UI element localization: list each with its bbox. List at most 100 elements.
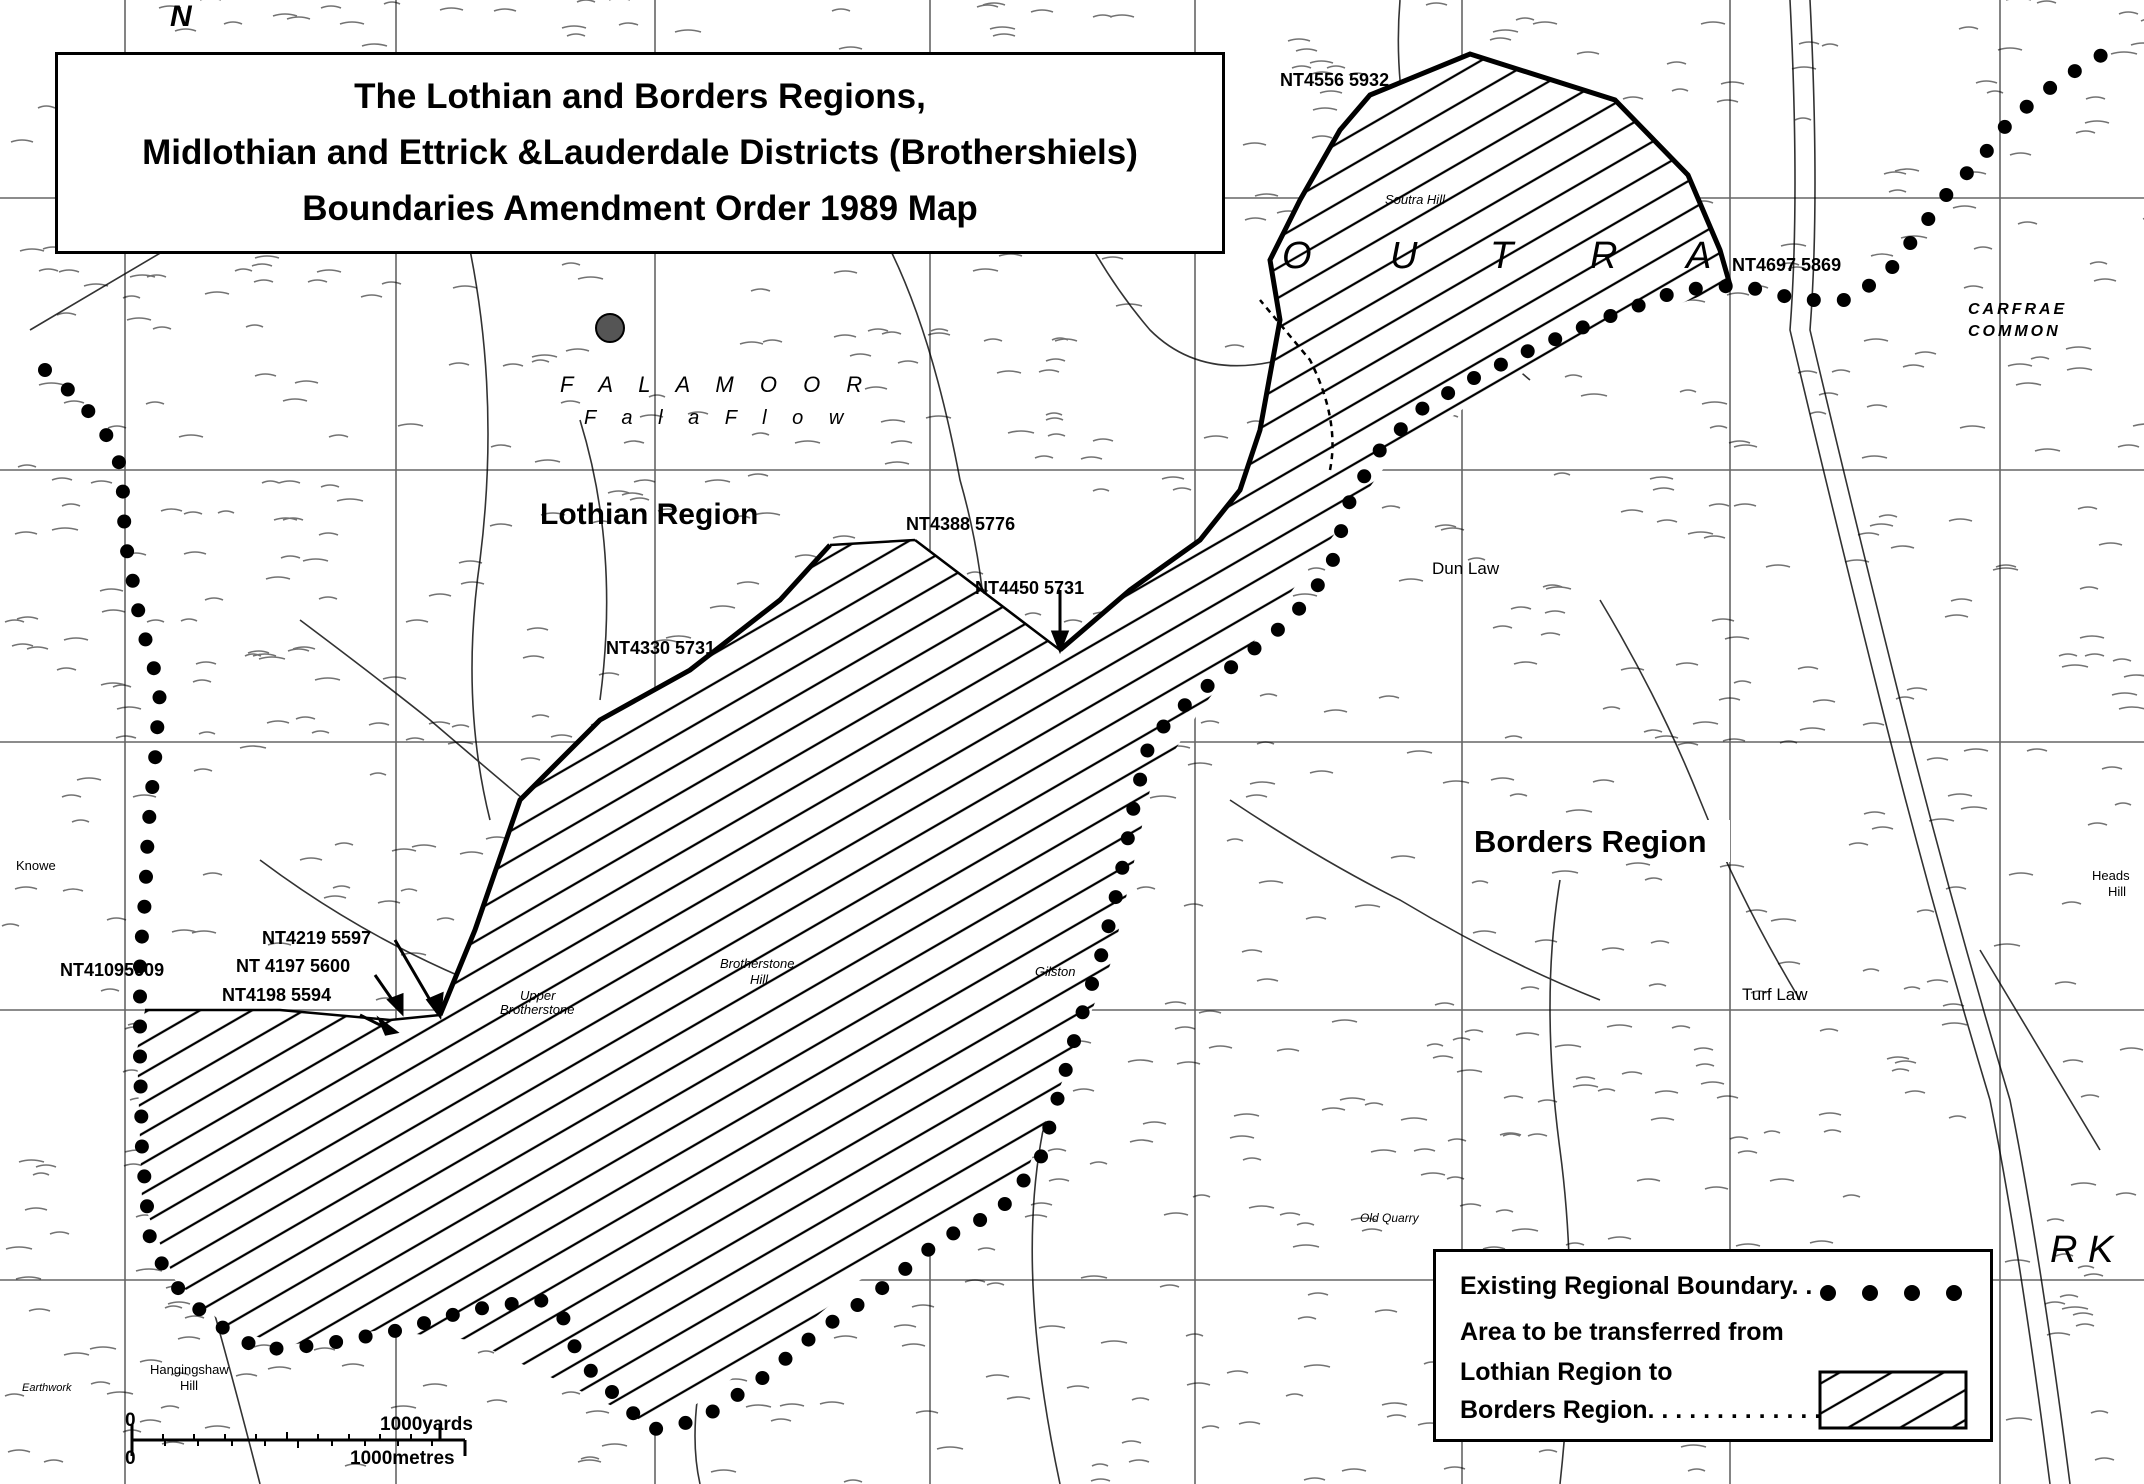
boundary-dot [145, 780, 160, 794]
texture-mark [14, 886, 38, 890]
texture-mark [43, 1459, 64, 1463]
texture-mark [253, 279, 274, 283]
texture-mark [1572, 1084, 1599, 1088]
texture-mark [2130, 42, 2144, 46]
texture-mark [1303, 1364, 1331, 1368]
texture-mark [1545, 586, 1572, 590]
texture-mark [183, 511, 203, 515]
texture-mark [318, 532, 339, 536]
texture-mark [1720, 81, 1745, 85]
texture-mark [1650, 940, 1670, 944]
boundary-dot [2043, 80, 2058, 95]
texture-mark [1649, 476, 1674, 480]
texture-mark [1520, 986, 1540, 990]
texture-mark [1963, 748, 1989, 752]
texture-mark [390, 1405, 417, 1409]
texture-mark [1700, 1081, 1725, 1085]
boundary-dot [1885, 260, 1900, 274]
boundary-dot [1050, 1091, 1065, 1106]
texture-mark [90, 1381, 111, 1385]
texture-mark [1551, 870, 1579, 874]
texture-mark [1136, 886, 1156, 890]
texture-mark [1960, 806, 1988, 810]
legend-area-label-2: Lothian Region to [1460, 1358, 1673, 1386]
boundary-dot [148, 750, 163, 765]
texture-mark [204, 597, 224, 601]
grid-ref-4: NT4450 5731 [975, 578, 1084, 598]
texture-mark [1447, 1138, 1467, 1142]
texture-mark [1495, 1209, 1514, 1213]
texture-mark [247, 650, 270, 654]
texture-mark [1636, 1178, 1661, 1182]
texture-mark [217, 510, 235, 514]
texture-mark [1297, 1316, 1317, 1320]
texture-mark [674, 29, 702, 33]
texture-mark [1576, 51, 1600, 55]
texture-mark [1256, 741, 1275, 745]
boundary-dot [1115, 860, 1130, 875]
texture-mark [1515, 1032, 1540, 1036]
boundary-dot [1979, 143, 1994, 158]
texture-mark [1091, 1463, 1109, 1467]
texture-mark [1309, 770, 1334, 774]
texture-mark [38, 268, 59, 272]
boundary-dot [329, 1335, 344, 1349]
texture-mark [1185, 1333, 1204, 1337]
texture-mark [1425, 2, 1448, 6]
boundary-dot [1342, 495, 1357, 510]
texture-mark [1319, 90, 1343, 94]
texture-mark [458, 560, 483, 564]
boundary-dot [1126, 801, 1141, 816]
texture-mark [1305, 916, 1327, 920]
boundary-dot [1058, 1062, 1073, 1077]
texture-mark [1452, 1037, 1471, 1041]
texture-mark [1553, 472, 1571, 476]
texture-mark [161, 1441, 185, 1445]
texture-mark [299, 857, 323, 861]
texture-mark [422, 1383, 448, 1387]
scale-yards: 1000yards [380, 1414, 473, 1435]
boundary-dot [171, 1281, 186, 1296]
rk-label: R K [2050, 1229, 2115, 1271]
texture-mark [561, 1391, 581, 1395]
texture-mark [1364, 1102, 1384, 1106]
texture-mark [16, 616, 39, 620]
texture-mark [19, 248, 45, 252]
texture-mark [4, 1393, 25, 1397]
old-quarry-label: Old Quarry [1360, 1211, 1420, 1225]
boundary-dot [1334, 524, 1349, 539]
texture-mark [1704, 1186, 1729, 1190]
texture-mark [2119, 1047, 2144, 1051]
texture-mark [1510, 606, 1532, 610]
texture-mark [245, 324, 264, 328]
texture-mark [35, 1164, 57, 1168]
texture-mark [623, 440, 645, 444]
texture-mark [531, 714, 550, 718]
texture-mark [383, 1, 401, 5]
texture-mark [15, 1276, 42, 1280]
texture-mark [1331, 1019, 1358, 1023]
boundary-dot [1631, 298, 1646, 313]
texture-mark [989, 26, 1016, 30]
texture-mark [2110, 51, 2138, 55]
texture-mark [89, 1346, 117, 1350]
texture-mark [1386, 1414, 1407, 1418]
texture-mark [122, 1069, 141, 1073]
texture-mark [493, 8, 517, 12]
legend-dots-swatch [1820, 1285, 1962, 1301]
lothian-region-label: Lothian Region [540, 498, 758, 531]
boundary-dot [299, 1339, 314, 1354]
boundary-dot [1247, 641, 1262, 656]
texture-mark [1072, 1088, 1095, 1092]
texture-mark [1916, 909, 1935, 913]
texture-mark [709, 605, 736, 609]
texture-mark [986, 1282, 1005, 1286]
texture-mark [2112, 658, 2132, 662]
texture-mark [1844, 559, 1870, 563]
texture-mark [106, 1391, 134, 1395]
grid-ref-7: NT 4197 5600 [236, 956, 350, 976]
texture-mark [1963, 285, 1984, 289]
texture-mark [1862, 722, 1885, 726]
boundary-dot [117, 514, 132, 529]
texture-mark [925, 415, 952, 419]
